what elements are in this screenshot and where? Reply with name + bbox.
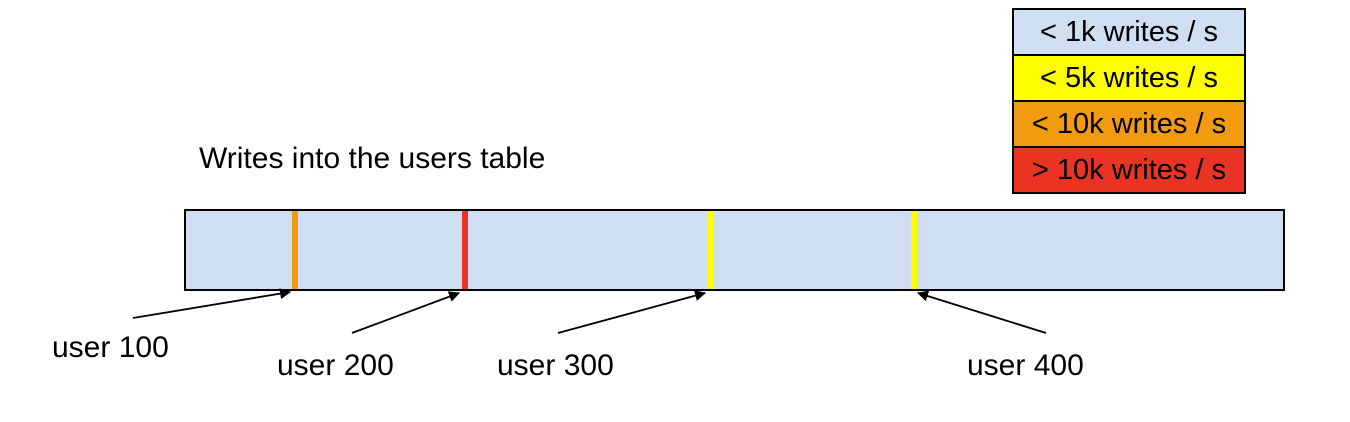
marker-stripe-user-100 (292, 211, 298, 289)
legend-item-label: > 10k writes / s (1031, 153, 1227, 186)
legend-item-label: < 1k writes / s (1039, 15, 1219, 48)
legend-item-gt-10k: > 10k writes / s (1012, 146, 1246, 194)
legend-item-label: < 5k writes / s (1039, 61, 1219, 94)
users-table-bar (184, 209, 1285, 291)
label-user-100: user 100 (52, 331, 169, 364)
diagram-title: Writes into the users table (199, 142, 546, 175)
marker-stripe-user-200 (462, 211, 468, 289)
marker-stripe-user-300 (708, 211, 714, 289)
label-user-400: user 400 (967, 349, 1084, 382)
arrow-to-user-400 (916, 290, 1047, 334)
legend-item-label: < 10k writes / s (1031, 107, 1227, 140)
legend-item-lt-5k: < 5k writes / s (1012, 54, 1246, 102)
arrow-to-user-200 (351, 291, 461, 334)
arrow-to-user-300 (557, 290, 707, 334)
label-user-300: user 300 (497, 349, 614, 382)
marker-stripe-user-400 (911, 211, 917, 289)
label-user-200: user 200 (277, 349, 394, 382)
legend-item-lt-1k: < 1k writes / s (1012, 8, 1246, 56)
legend: < 1k writes / s < 5k writes / s < 10k wr… (1012, 8, 1246, 194)
legend-item-lt-10k: < 10k writes / s (1012, 100, 1246, 148)
arrow-to-user-100 (132, 288, 292, 319)
